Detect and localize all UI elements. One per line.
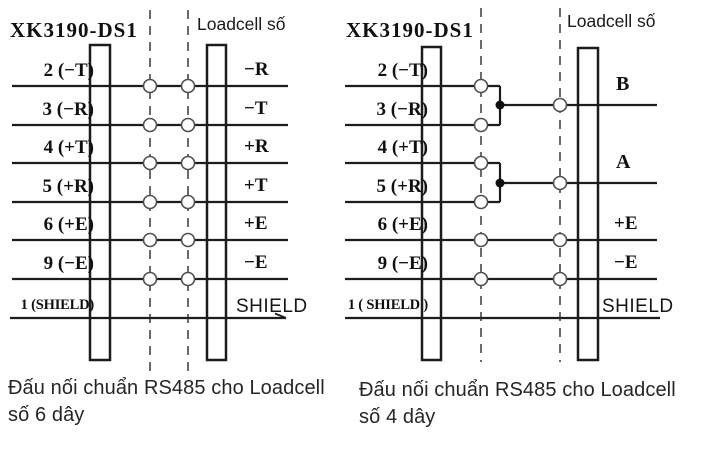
left-pin-label: 3 (−R): [42, 99, 94, 120]
right-pin-label: 6 (+E): [377, 214, 428, 235]
left-terminal-circles: [142, 78, 196, 287]
right-terminal-circles: [473, 78, 568, 287]
right-cable-boundaries: [480, 8, 561, 362]
right-loadcell-shield-label: SHIELD: [602, 296, 674, 317]
right-caption-line1: Đấu nối chuẩn RS485 cho Loadcell: [359, 379, 676, 401]
left-loadcell-pin-label: +T: [244, 175, 268, 196]
left-pin-label: 2 (−T): [43, 60, 94, 81]
right-pin-label: 4 (+T): [377, 137, 428, 158]
right-pin-label: 5 (+R): [376, 176, 428, 197]
left-device-connector-rect: [88, 43, 112, 362]
left-loadcell-connector-rect: [205, 43, 228, 362]
left-pin-label: 4 (+T): [43, 137, 94, 158]
left-pin-label: 5 (+R): [42, 176, 94, 197]
right-loadcell-pin-label: −E: [614, 252, 638, 273]
right-loadcell-pin-label-a: A: [616, 151, 631, 173]
right-junction-dots: [495, 100, 505, 188]
right-diagram-graphics: [345, 8, 660, 362]
right-loadcell-pin-label-b: B: [616, 73, 630, 95]
left-loadcell-pin-label: −E: [244, 252, 268, 273]
right-pin-label: 3 (−R): [376, 99, 428, 120]
left-caption-line1: Đấu nối chuẩn RS485 cho Loadcell: [8, 377, 325, 399]
right-caption-line2: số 4 dây: [359, 406, 436, 428]
left-pin-label: 1 (SHIELD): [20, 297, 95, 313]
left-caption-line2: số 6 dây: [8, 404, 85, 426]
right-device-connector-rect: [420, 45, 443, 362]
left-loadcell-pin-label: −R: [244, 59, 269, 80]
right-loadcell-pin-label: +E: [614, 213, 638, 234]
shield-wire-arrow: [274, 312, 287, 319]
right-wires: [345, 84, 660, 320]
left-loadcell-pin-label: +R: [244, 136, 269, 157]
right-loadcell-connector-rect: [576, 46, 600, 362]
left-pin-label: 9 (−E): [43, 253, 94, 274]
left-cable-boundaries: [149, 10, 189, 372]
left-loadcell-shield-label: SHIELD: [236, 296, 308, 317]
right-loadcell-title: Loadcell số: [567, 11, 656, 31]
right-pin-label: 2 (−T): [377, 60, 428, 81]
right-device-title: XK3190-DS1: [346, 18, 474, 42]
right-pin-label: 1 ( SHIELD ): [347, 297, 428, 313]
left-loadcell-pin-label: −T: [244, 98, 268, 119]
left-diagram-graphics: [10, 10, 288, 372]
left-loadcell-pin-label: +E: [244, 213, 268, 234]
left-loadcell-title: Loadcell số: [197, 14, 286, 34]
right-pin-label: 9 (−E): [377, 253, 428, 274]
left-pin-label: 6 (+E): [43, 214, 94, 235]
left-device-title: XK3190-DS1: [10, 18, 138, 42]
